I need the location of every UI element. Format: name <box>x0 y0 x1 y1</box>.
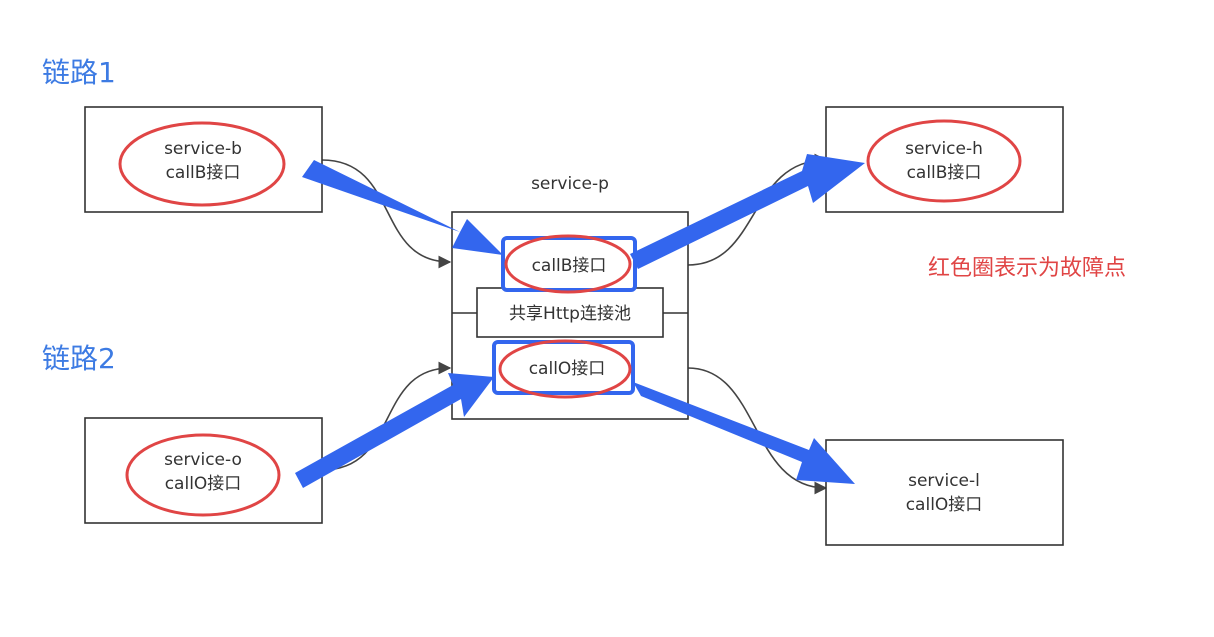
service-l-name: service-l <box>908 471 980 491</box>
connector-b-to-p <box>321 159 452 269</box>
iface-b-highlight <box>501 236 637 292</box>
connector-p-to-h <box>687 153 828 266</box>
connector-p-to-l <box>687 367 828 495</box>
node-service-b: service-b callB接口 <box>84 106 323 213</box>
arrow-p-to-l <box>633 382 855 484</box>
chain-1-label: 链路1 <box>42 56 116 89</box>
service-h-name: service-h <box>905 139 983 159</box>
fault-circle-service-h <box>866 119 1022 203</box>
arrow-b-to-p <box>302 160 503 255</box>
fault-note: 红色圈表示为故障点 <box>928 256 1126 281</box>
chain-2-label: 链路2 <box>42 342 116 375</box>
service-p-name: service-p <box>531 174 609 194</box>
service-p-iface-b: callB接口 <box>532 256 607 276</box>
blue-arrows <box>295 154 865 488</box>
node-service-o: service-o callO接口 <box>84 417 323 524</box>
arrow-o-to-p <box>295 373 494 488</box>
node-service-h: service-h callB接口 <box>825 106 1064 213</box>
service-p-iface-o: callO接口 <box>529 359 606 379</box>
service-o-interface: callO接口 <box>165 474 242 494</box>
service-b-name: service-b <box>164 139 242 159</box>
service-h-interface: callB接口 <box>907 163 982 183</box>
fault-circle-service-o <box>125 433 281 517</box>
arrow-p-to-h <box>630 154 865 269</box>
shared-pool-label: 共享Http连接池 <box>509 304 631 324</box>
service-o-name: service-o <box>164 450 242 470</box>
fault-circle-service-p-b <box>504 234 632 294</box>
service-l-interface: callO接口 <box>906 495 983 515</box>
connector-o-to-p <box>321 361 452 471</box>
fault-circle-service-p-o <box>498 339 632 399</box>
fault-circle-service-b <box>118 121 286 207</box>
shared-pool-box <box>476 287 664 338</box>
node-service-l: service-l callO接口 <box>825 439 1064 546</box>
service-b-interface: callB接口 <box>166 163 241 183</box>
